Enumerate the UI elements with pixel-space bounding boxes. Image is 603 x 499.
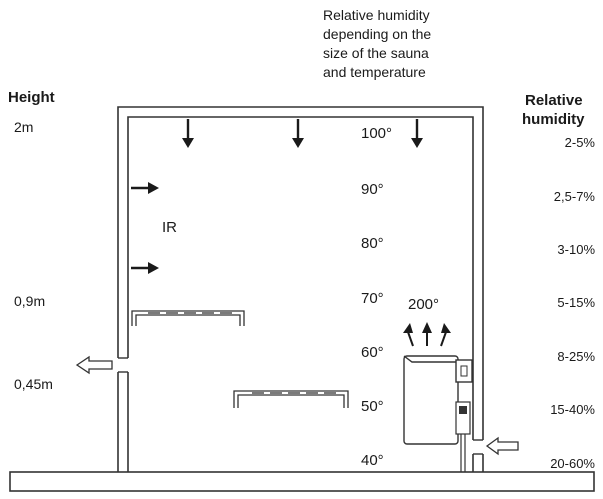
stove-heat-arrows	[403, 322, 451, 347]
humidity-header-line1: Relative	[525, 92, 583, 109]
humidity-range-80: 3-10%	[557, 242, 595, 257]
humidity-range-70: 5-15%	[557, 295, 595, 310]
height-header: Height	[8, 89, 55, 106]
temp-40: 40°	[361, 452, 384, 469]
temp-70: 70°	[361, 290, 384, 307]
humidity-note: Relative humidity depending on the size …	[323, 7, 432, 80]
ir-label: IR	[162, 219, 177, 236]
height-0-45m: 0,45m	[14, 376, 53, 392]
height-0-9m: 0,9m	[14, 293, 46, 309]
temp-60: 60°	[361, 344, 384, 361]
lower-bench	[233, 390, 349, 408]
ir-arrows	[131, 182, 159, 274]
exhaust-vent	[117, 357, 129, 373]
temp-100: 100°	[361, 125, 393, 142]
height-2m: 2m	[14, 119, 34, 135]
air-in-arrow	[485, 436, 519, 456]
temp-80: 80°	[361, 235, 384, 252]
humidity-range-60: 8-25%	[557, 349, 595, 364]
humidity-range-100: 2-5%	[564, 135, 595, 150]
temp-90: 90°	[361, 181, 384, 198]
sauna-walls	[117, 106, 484, 472]
floor-slab	[9, 471, 595, 492]
stove-temperature: 200°	[408, 296, 440, 313]
humidity-header-line2: humidity	[522, 111, 585, 128]
sauna-stove	[403, 355, 473, 472]
upper-bench	[131, 310, 245, 326]
temp-50: 50°	[361, 398, 384, 415]
humidity-range-40: 20-60%	[550, 456, 595, 471]
humidity-range-90: 2,5-7%	[553, 189, 595, 204]
humidity-range-50: 15-40%	[550, 402, 595, 417]
air-out-arrow	[75, 355, 113, 375]
intake-vent	[472, 439, 484, 455]
down-arrows	[182, 119, 423, 148]
